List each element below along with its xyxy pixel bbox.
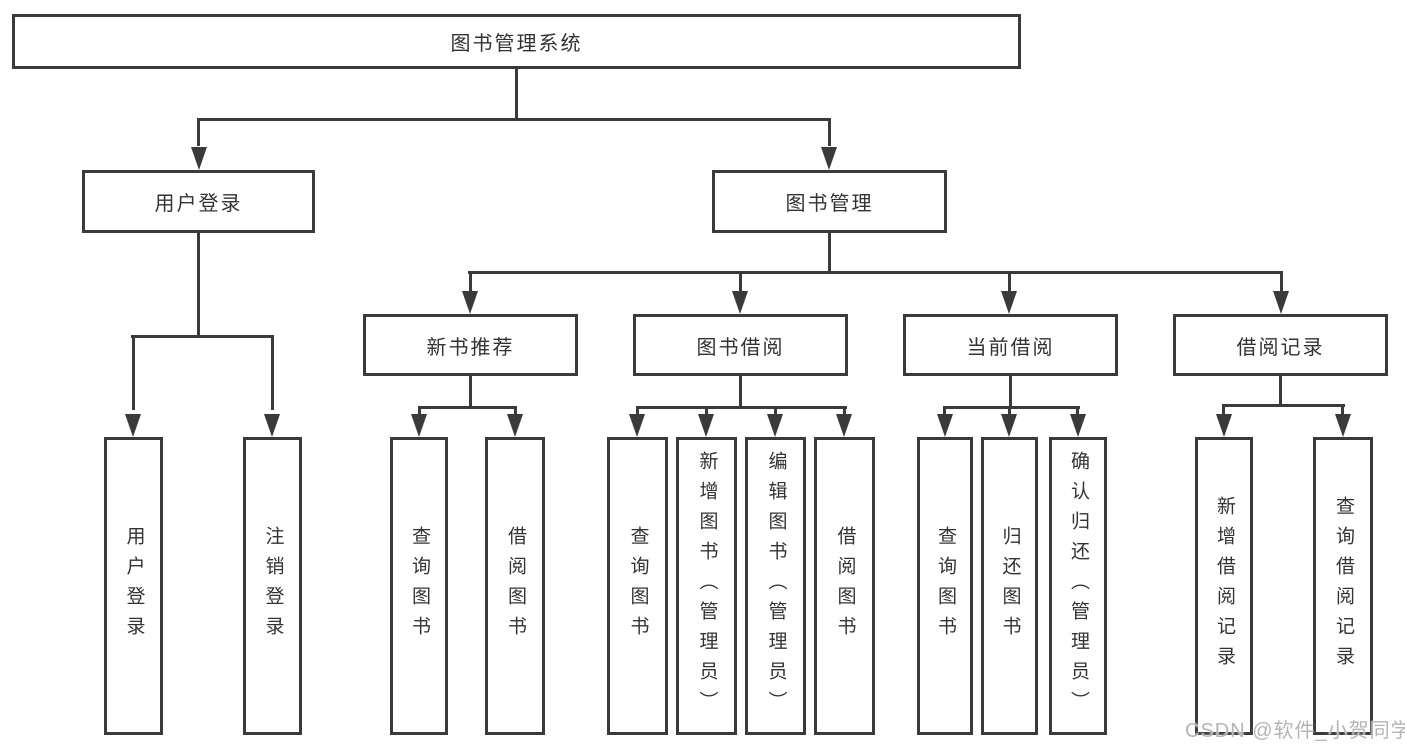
arrow-down-icon	[1070, 414, 1086, 437]
node-borrowing-records-label: 借阅记录	[1236, 336, 1325, 359]
edge-root-stub-left	[197, 118, 200, 146]
arrow-down-icon	[1001, 414, 1017, 437]
edge-user-login-stub-2	[271, 335, 274, 410]
node-leaf-return-books-label: 归还图书	[999, 526, 1021, 646]
edge-records-trunk	[1279, 376, 1282, 407]
edge-new-book-stub-1	[418, 406, 421, 416]
node-current-borrowing-label: 当前借阅	[966, 336, 1055, 359]
edge-new-book-bar	[418, 406, 517, 409]
arrow-down-icon	[732, 291, 748, 314]
edge-current-stub-3	[1076, 406, 1079, 416]
node-library-management-system: 图书管理系统	[12, 14, 1021, 69]
edge-user-login-trunk	[197, 233, 200, 337]
node-leaf-current-query-books-label: 查询图书	[934, 526, 956, 646]
edge-borrowing-trunk	[739, 376, 742, 409]
node-leaf-borrowing-query-books-label: 查询图书	[627, 526, 649, 646]
arrow-down-icon	[1335, 414, 1351, 437]
arrow-down-icon	[1216, 414, 1232, 437]
node-leaf-logout: 注销登录	[243, 437, 302, 735]
node-leaf-query-borrow-record-label: 查询借阅记录	[1332, 496, 1354, 676]
edge-borrowing-stub-1	[636, 406, 639, 416]
arrow-down-icon	[191, 147, 207, 170]
arrow-down-icon	[411, 414, 427, 437]
arrow-down-icon	[836, 414, 852, 437]
node-book-borrowing: 图书借阅	[633, 314, 848, 376]
node-leaf-confirm-return-admin: 确认归还（管理员）	[1049, 437, 1107, 735]
node-leaf-logout-label: 注销登录	[262, 526, 284, 646]
edge-borrowing-stub-3	[774, 406, 777, 416]
edge-book-mgmt-trunk	[828, 233, 831, 274]
node-leaf-newbook-borrow-books-label: 借阅图书	[504, 526, 526, 646]
node-leaf-user-login-label: 用户登录	[123, 526, 145, 646]
node-leaf-user-login: 用户登录	[104, 437, 163, 735]
node-leaf-current-query-books: 查询图书	[917, 437, 973, 735]
arrow-down-icon	[937, 414, 953, 437]
node-leaf-confirm-return-admin-label: 确认归还（管理员）	[1067, 451, 1089, 721]
edge-records-stub-1	[1222, 404, 1225, 416]
edge-book-mgmt-stub-2	[739, 271, 742, 293]
edge-current-stub-2	[1008, 406, 1011, 416]
node-new-book-recommend-label: 新书推荐	[426, 336, 515, 359]
arrow-down-icon	[698, 414, 714, 437]
edge-new-book-trunk	[469, 376, 472, 409]
edge-new-book-stub-2	[514, 406, 517, 416]
node-leaf-borrow-books: 借阅图书	[814, 437, 875, 735]
node-leaf-borrowing-query-books: 查询图书	[607, 437, 668, 735]
node-book-management: 图书管理	[712, 170, 947, 233]
arrow-down-icon	[125, 414, 141, 437]
node-leaf-edit-books-admin: 编辑图书（管理员）	[745, 437, 806, 735]
edge-root-bar	[197, 118, 831, 121]
node-leaf-return-books: 归还图书	[981, 437, 1038, 735]
node-leaf-newbook-query-books-label: 查询图书	[408, 526, 430, 646]
edge-user-login-bar	[131, 335, 274, 338]
node-leaf-query-borrow-record: 查询借阅记录	[1313, 437, 1373, 735]
node-new-book-recommend: 新书推荐	[363, 314, 578, 376]
node-leaf-add-borrow-record-label: 新增借阅记录	[1213, 496, 1235, 676]
node-current-borrowing: 当前借阅	[903, 314, 1118, 376]
edge-user-login-stub-1	[132, 335, 135, 410]
edge-borrowing-stub-4	[843, 406, 846, 416]
arrow-down-icon	[767, 414, 783, 437]
arrow-down-icon	[1273, 291, 1289, 314]
edge-current-stub-1	[943, 406, 946, 416]
node-leaf-newbook-borrow-books: 借阅图书	[485, 437, 545, 735]
edge-root-stub-right	[828, 118, 831, 146]
node-leaf-newbook-query-books: 查询图书	[390, 437, 448, 735]
edge-current-bar	[943, 406, 1080, 409]
node-leaf-add-books-admin-label: 新增图书（管理员）	[696, 451, 718, 721]
node-book-management-label: 图书管理	[785, 193, 874, 215]
watermark-text: CSDN @软件_小贺同学	[1185, 720, 1405, 742]
arrow-down-icon	[1001, 291, 1017, 314]
edge-borrowing-stub-2	[705, 406, 708, 416]
arrow-down-icon	[264, 414, 280, 437]
node-user-login-label: 用户登录	[154, 193, 243, 215]
node-leaf-edit-books-admin-label: 编辑图书（管理员）	[765, 451, 787, 721]
edge-book-mgmt-stub-1	[469, 271, 472, 293]
node-leaf-borrow-books-label: 借阅图书	[834, 526, 856, 646]
node-leaf-add-borrow-record: 新增借阅记录	[1195, 437, 1253, 735]
edge-current-trunk	[1009, 376, 1012, 409]
edge-root-trunk	[515, 69, 518, 118]
edge-book-mgmt-stub-3	[1008, 271, 1011, 293]
edge-records-bar	[1222, 404, 1345, 407]
arrow-down-icon	[462, 291, 478, 314]
edge-records-stub-2	[1341, 404, 1344, 416]
edge-book-mgmt-stub-4	[1280, 271, 1283, 293]
arrow-down-icon	[629, 414, 645, 437]
node-book-borrowing-label: 图书借阅	[696, 336, 785, 359]
edge-borrowing-bar	[636, 406, 847, 409]
node-user-login: 用户登录	[82, 170, 315, 233]
node-leaf-add-books-admin: 新增图书（管理员）	[676, 437, 737, 735]
arrow-down-icon	[507, 414, 523, 437]
arrow-down-icon	[821, 147, 837, 170]
node-borrowing-records: 借阅记录	[1173, 314, 1388, 376]
node-library-management-system-label: 图书管理系统	[450, 33, 583, 55]
edge-book-mgmt-bar	[468, 271, 1283, 274]
